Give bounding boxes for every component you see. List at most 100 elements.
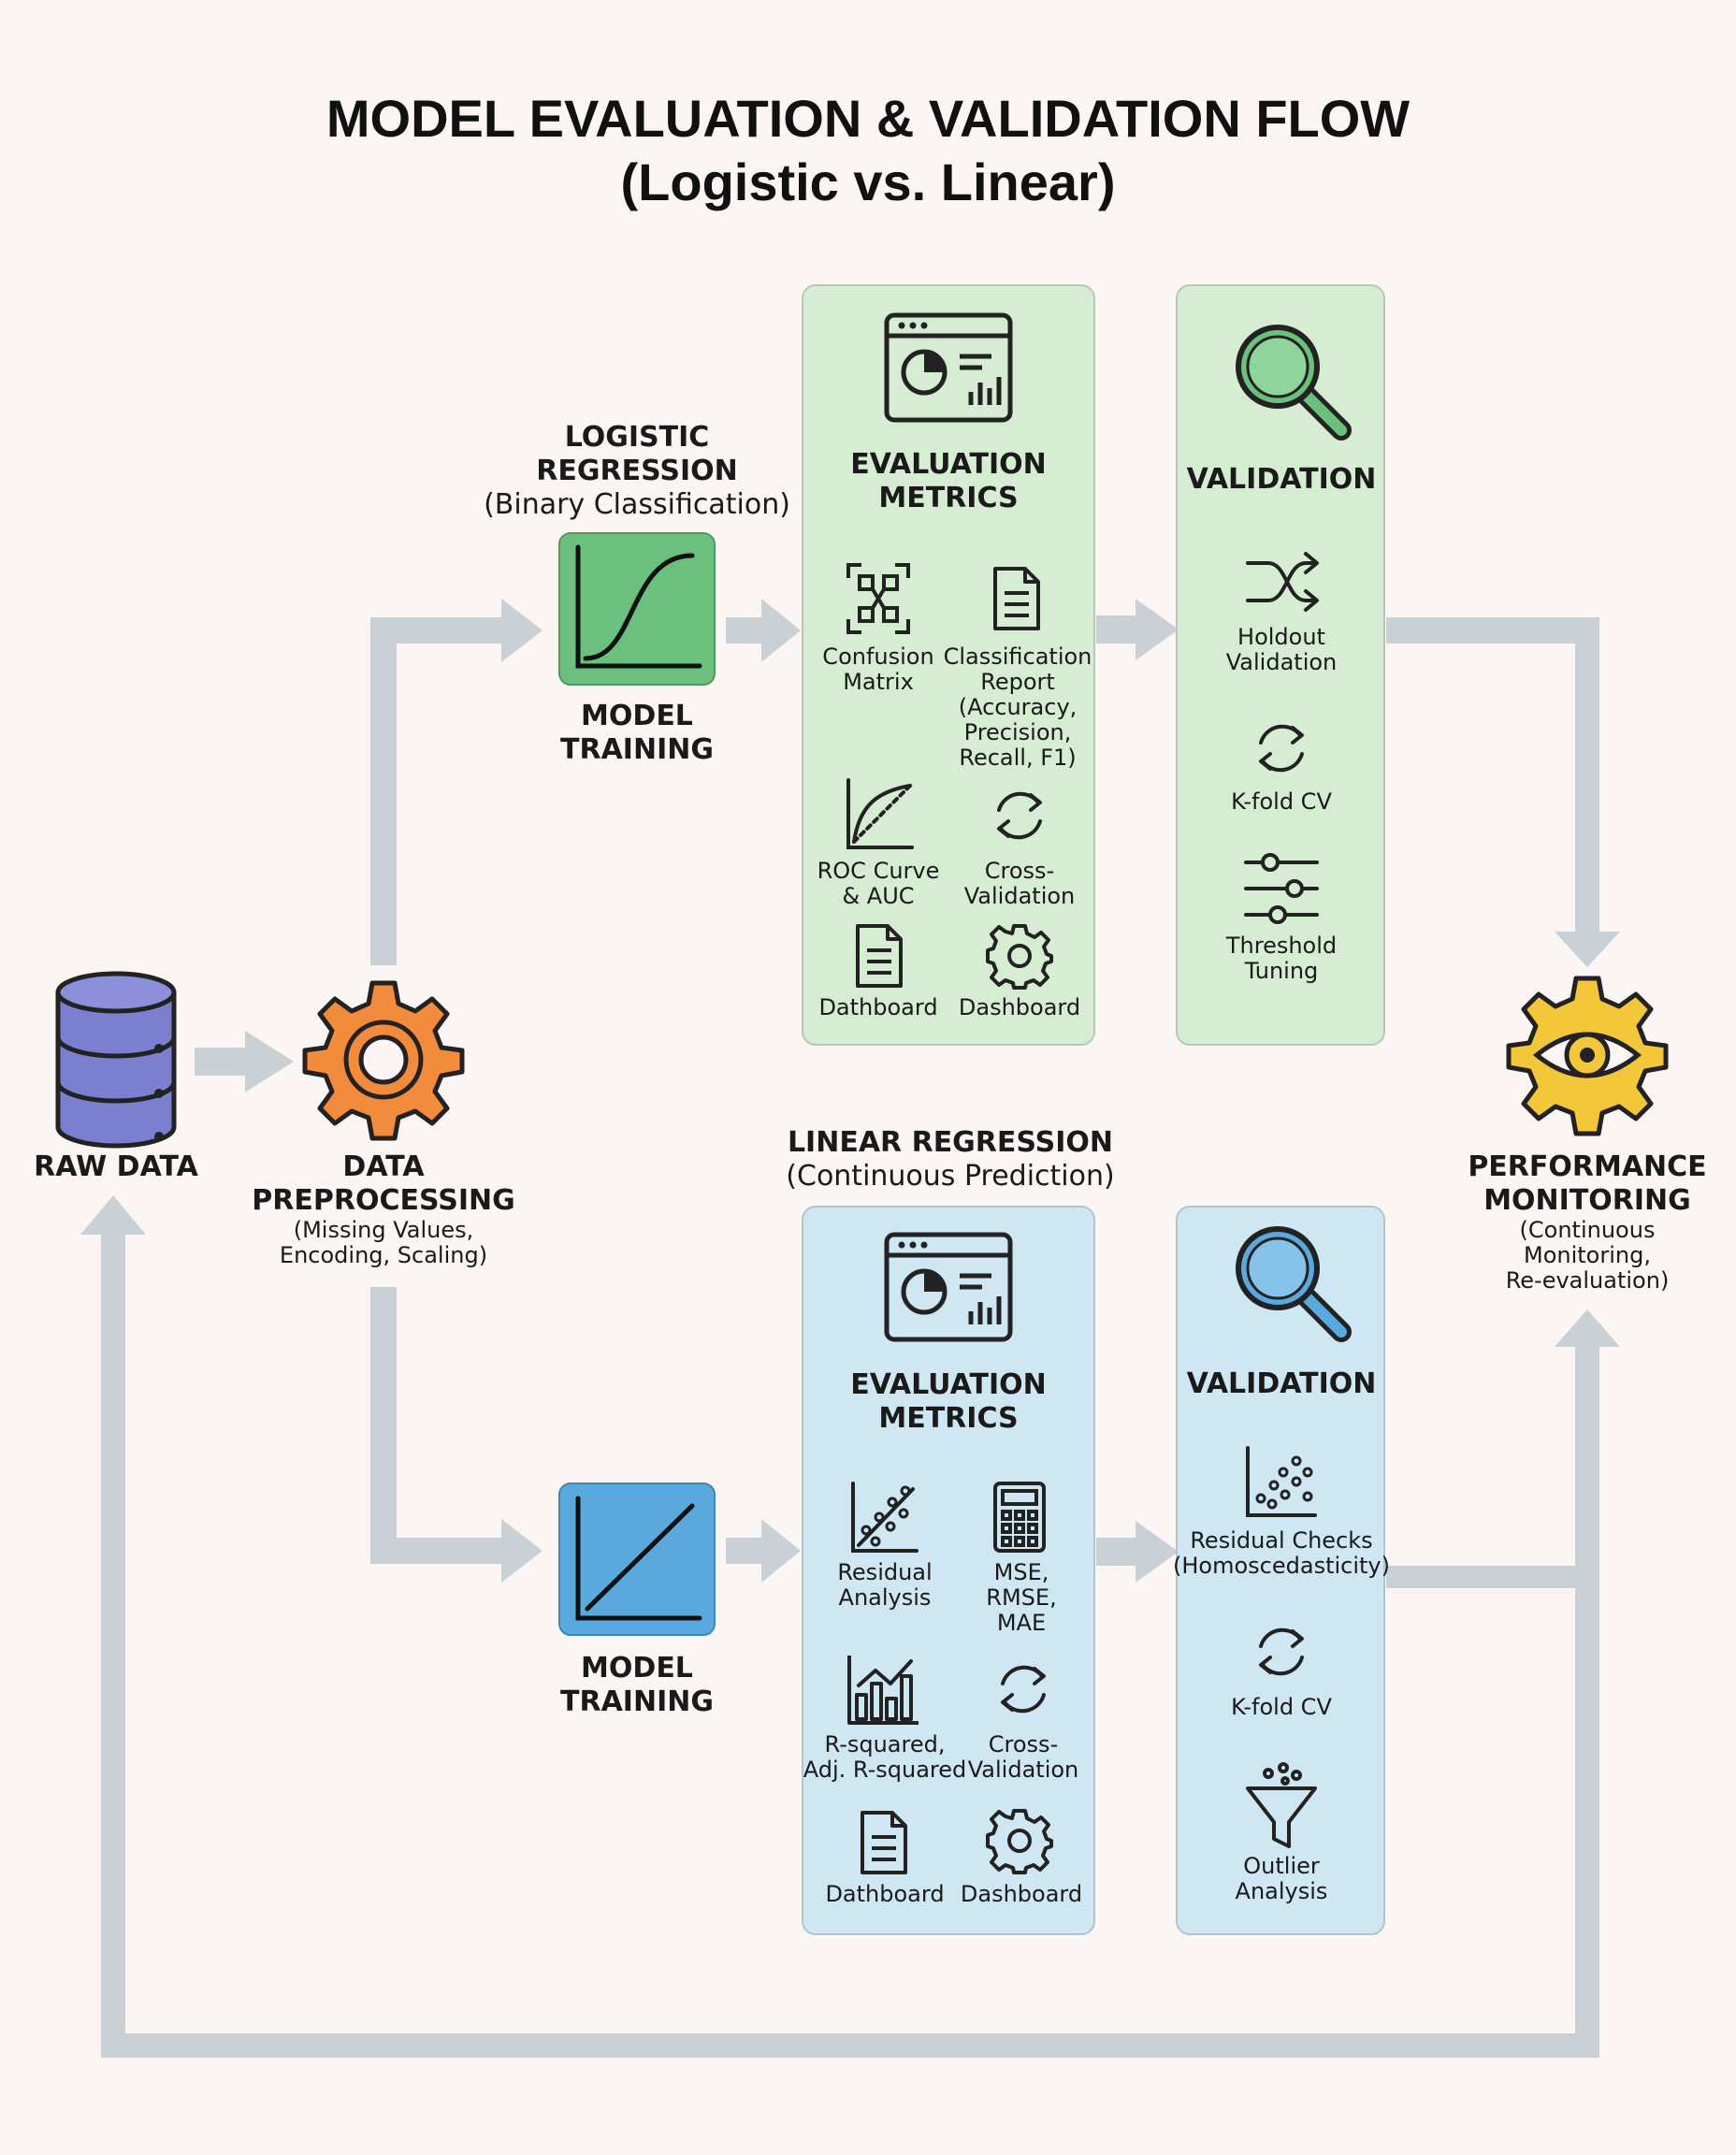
bar-chart-icon bbox=[847, 1656, 919, 1725]
validation-label-line: (Homoscedasticity) bbox=[1173, 1553, 1390, 1579]
database-icon bbox=[55, 971, 177, 1149]
metrics-title-line: EVALUATION bbox=[850, 1368, 1047, 1401]
training-label-line: TRAINING bbox=[560, 733, 714, 766]
metric-label-line: Analysis bbox=[838, 1584, 932, 1611]
linear-validation-title: VALIDATION bbox=[1186, 1367, 1377, 1400]
validation-kfold: K-fold CV bbox=[1231, 788, 1332, 815]
arrow-logistic-metrics-to-validation bbox=[1096, 599, 1179, 660]
metric-label-line: Recall, F1) bbox=[959, 745, 1077, 771]
arrow-linear-metrics-to-validation bbox=[1096, 1521, 1179, 1583]
sliders-icon bbox=[1244, 853, 1319, 924]
magnifier-icon bbox=[1236, 1226, 1352, 1342]
metric-label-line: (Accuracy, bbox=[958, 694, 1078, 720]
metric-label-line: Classification bbox=[943, 644, 1092, 670]
arrow-raw-to-preprocess bbox=[195, 1031, 294, 1092]
magnifier-icon bbox=[1236, 325, 1352, 441]
monitoring-detail-line: Re-evaluation) bbox=[1505, 1267, 1670, 1294]
validation-label-line: Outlier bbox=[1243, 1853, 1320, 1879]
metric-dashboard: Dashboard bbox=[958, 994, 1081, 1020]
arrow-feedback-loop bbox=[80, 1195, 1599, 2058]
linear-validation-panel bbox=[1176, 1206, 1385, 1935]
scatter-plot-icon bbox=[1246, 1446, 1317, 1517]
metric-confusion-matrix: Confusion Matrix bbox=[822, 644, 933, 695]
raw-data-label: RAW DATA bbox=[34, 1150, 198, 1183]
metric-label-line: ROC Curve bbox=[817, 858, 940, 884]
title-line-2: (Logistic vs. Linear) bbox=[620, 152, 1116, 211]
metrics-title-line: METRICS bbox=[878, 1402, 1019, 1435]
logistic-subtitle: (Binary Classification) bbox=[484, 488, 790, 521]
metric-label-line: & AUC bbox=[842, 883, 915, 909]
monitoring-label-line: MONITORING bbox=[1483, 1184, 1691, 1217]
logistic-title-line: LOGISTIC bbox=[564, 421, 710, 454]
metric-cross-validation: Cross- Validation bbox=[968, 1732, 1079, 1783]
monitoring-detail-line: (Continuous bbox=[1519, 1217, 1656, 1243]
arrow-linear-validation-to-monitoring bbox=[1386, 1309, 1620, 1588]
preprocessing-detail-line: Encoding, Scaling) bbox=[279, 1242, 488, 1268]
logistic-training-label: MODEL TRAINING bbox=[560, 700, 714, 767]
logistic-validation-panel bbox=[1176, 284, 1385, 1046]
scatter-icon bbox=[851, 1482, 919, 1553]
metric-label-line: MSE, bbox=[993, 1559, 1049, 1585]
metric-label-line: Precision, bbox=[963, 719, 1072, 745]
metric-label-line: RMSE, bbox=[986, 1584, 1057, 1611]
linear-metrics-panel bbox=[802, 1206, 1095, 1935]
preprocessing-detail-line: (Missing Values, bbox=[293, 1217, 474, 1243]
linear-line-icon bbox=[558, 1482, 716, 1636]
metric-mse-rmse-mae: MSE, RMSE, MAE bbox=[986, 1560, 1056, 1636]
validation-label-line: Threshold bbox=[1225, 933, 1338, 959]
validation-holdout: Holdout Validation bbox=[1226, 625, 1338, 675]
funnel-icon bbox=[1246, 1762, 1317, 1848]
metric-dathboard: Dathboard bbox=[825, 1881, 945, 1907]
metrics-title-line: METRICS bbox=[878, 482, 1019, 514]
logistic-title-line: REGRESSION bbox=[536, 455, 738, 487]
metric-label-line: Validation bbox=[967, 1757, 1079, 1783]
metric-roc-curve: ROC Curve & AUC bbox=[817, 859, 940, 909]
validation-label-line: Analysis bbox=[1235, 1878, 1328, 1904]
metric-residual-analysis: Residual Analysis bbox=[837, 1560, 932, 1611]
logistic-validation-title: VALIDATION bbox=[1186, 463, 1377, 496]
linear-title-line: LINEAR REGRESSION bbox=[787, 1126, 1114, 1159]
preprocessing-label-line: DATA bbox=[342, 1150, 425, 1183]
training-label-line: MODEL bbox=[581, 700, 693, 732]
metric-label-line: Matrix bbox=[843, 669, 914, 695]
validation-label-line: Tuning bbox=[1244, 958, 1319, 984]
shuffle-icon bbox=[1246, 552, 1319, 612]
metric-label-line: Confusion bbox=[822, 644, 934, 670]
monitoring-detail-line: Monitoring, bbox=[1524, 1242, 1651, 1268]
metric-dashboard: Dashboard bbox=[960, 1881, 1083, 1907]
metric-label-line: Validation bbox=[963, 883, 1076, 909]
calculator-icon bbox=[993, 1482, 1046, 1553]
arrow-preprocess-to-logistic bbox=[370, 599, 542, 965]
arrow-linear-train-to-metrics bbox=[726, 1519, 801, 1583]
metric-label-line: Residual bbox=[837, 1559, 933, 1585]
arrow-preprocess-to-linear bbox=[370, 1287, 542, 1583]
metric-r-squared: R-squared, Adj. R-squared bbox=[803, 1732, 967, 1783]
validation-threshold-tuning: Threshold Tuning bbox=[1226, 933, 1337, 984]
arrow-logistic-train-to-metrics bbox=[726, 599, 801, 662]
training-label-line: TRAINING bbox=[560, 1685, 714, 1718]
validation-outlier-analysis: Outlier Analysis bbox=[1236, 1854, 1328, 1904]
preprocessing-label-line: PREPROCESSING bbox=[252, 1184, 515, 1217]
connectors bbox=[80, 599, 1620, 2058]
metric-label-line: R-squared, bbox=[824, 1731, 946, 1757]
metric-label-line: Cross- bbox=[988, 1731, 1059, 1757]
linear-metrics-title: EVALUATION METRICS bbox=[850, 1368, 1047, 1436]
metrics-title-line: EVALUATION bbox=[850, 448, 1047, 481]
roc-curve-icon bbox=[846, 778, 914, 849]
monitoring-label: PERFORMANCE MONITORING (Continuous Monit… bbox=[1468, 1150, 1706, 1294]
linear-subtitle: (Continuous Prediction) bbox=[786, 1160, 1115, 1193]
metric-cross-validation: Cross- Validation bbox=[964, 859, 1076, 909]
monitoring-label-line: PERFORMANCE bbox=[1468, 1150, 1707, 1183]
metric-label-line: MAE bbox=[996, 1610, 1047, 1636]
eye-gear-icon bbox=[1506, 976, 1669, 1136]
validation-kfold: K-fold CV bbox=[1231, 1694, 1332, 1720]
sigmoid-curve-icon bbox=[558, 532, 716, 686]
linear-training-label: MODEL TRAINING bbox=[560, 1652, 714, 1719]
logistic-metrics-panel bbox=[802, 284, 1095, 1046]
metric-classification-report: Classification Report (Accuracy, Precisi… bbox=[944, 644, 1092, 771]
arrow-logistic-validation-to-monitoring bbox=[1386, 617, 1620, 967]
page-title: MODEL EVALUATION & VALIDATION FLOW (Logi… bbox=[326, 87, 1410, 214]
title-line-1: MODEL EVALUATION & VALIDATION FLOW bbox=[326, 89, 1410, 148]
preprocessing-label: DATA PREPROCESSING (Missing Values, Enco… bbox=[252, 1150, 514, 1268]
